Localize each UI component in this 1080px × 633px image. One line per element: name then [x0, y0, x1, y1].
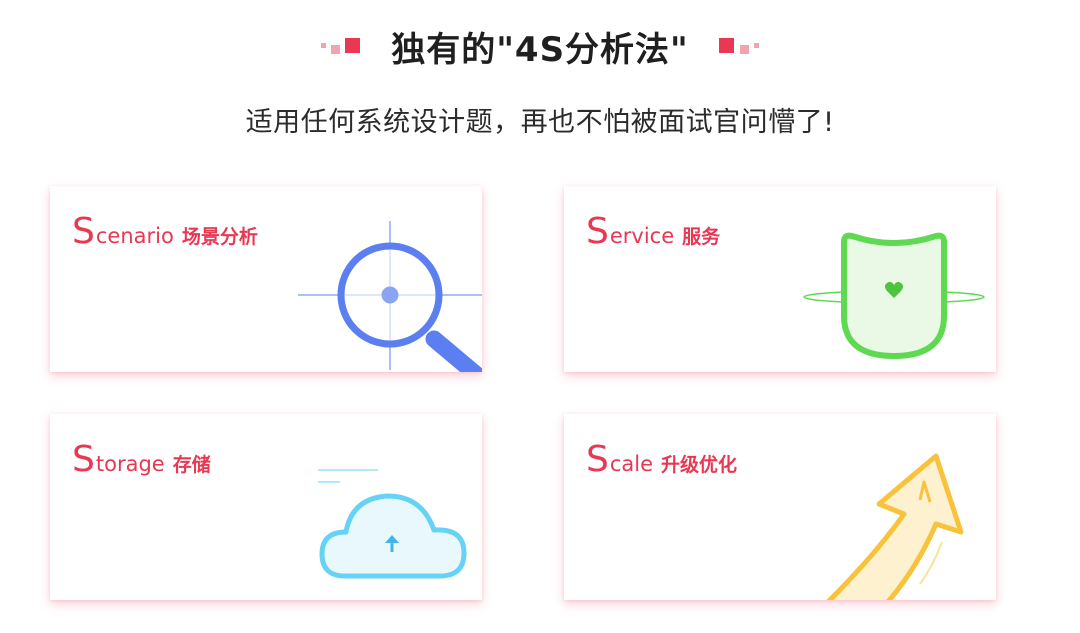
card-title-initial: S [586, 439, 609, 480]
card-title-initial: S [72, 211, 95, 252]
card-title: S torage 存储 [72, 442, 211, 478]
card-title-zh: 服务 [682, 226, 721, 248]
card-title-zh: 场景分析 [181, 226, 258, 248]
shield-heart-icon [803, 232, 985, 359]
card-title-rest: cale [609, 452, 654, 476]
card-title-rest: cenario [95, 224, 174, 248]
card-title: S cale 升级优化 [586, 442, 737, 478]
card-title-rest: ervice [609, 224, 675, 248]
title-row: 独有的"4S分析法" [0, 18, 1080, 74]
card-title-initial: S [72, 439, 95, 480]
arrow-up-icon [826, 453, 964, 600]
title-decoration-left [315, 31, 365, 61]
card-title-initial: S [586, 211, 609, 252]
card-title: S ervice 服务 [586, 214, 720, 250]
title-decoration-right [715, 31, 765, 61]
page-title: 独有的"4S分析法" [391, 29, 689, 70]
card-title-zh: 存储 [172, 454, 211, 476]
card-title: S cenario 场景分析 [72, 214, 258, 250]
card-title-rest: torage [95, 452, 165, 476]
cloud-upload-icon [318, 469, 467, 579]
page-subtitle: 适用任何系统设计题，再也不怕被面试官问懵了! [245, 107, 835, 138]
card-title-zh: 升级优化 [661, 454, 738, 476]
card-scale: S cale 升级优化 [564, 414, 996, 600]
magnifier-icon [298, 221, 482, 372]
card-scenario: S cenario 场景分析 [50, 186, 482, 372]
card-storage: S torage 存储 [50, 414, 482, 600]
card-service: S ervice 服务 [564, 186, 996, 372]
